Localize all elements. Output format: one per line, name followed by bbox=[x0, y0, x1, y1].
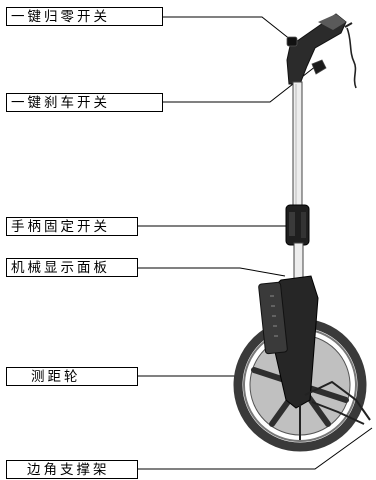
label-handle-lock-switch: 手柄固定开关 bbox=[6, 217, 138, 236]
label-brake-switch: 一键刹车开关 bbox=[6, 93, 163, 112]
leader-line-reset bbox=[163, 16, 292, 41]
mechanical-display-panel bbox=[258, 281, 288, 355]
reset-button bbox=[286, 36, 298, 47]
label-display-panel: 机械显示面板 bbox=[6, 258, 138, 277]
label-corner-support: 边角支撑架 bbox=[6, 460, 138, 479]
lower-shaft bbox=[293, 242, 304, 282]
upper-shaft bbox=[292, 81, 303, 213]
brake-trigger bbox=[311, 59, 327, 75]
handle-lock-clamp bbox=[285, 204, 310, 246]
leader-lines bbox=[138, 16, 373, 470]
label-measuring-wheel: 测距轮 bbox=[6, 367, 138, 386]
leader-line-support bbox=[138, 427, 373, 470]
handle-grip bbox=[286, 13, 347, 85]
leader-line-display bbox=[138, 267, 286, 277]
label-reset-switch: 一键归零开关 bbox=[6, 7, 163, 26]
wheel-fork-housing bbox=[258, 275, 319, 409]
wrist-strap bbox=[346, 27, 357, 89]
corner-support-stand bbox=[299, 380, 371, 440]
